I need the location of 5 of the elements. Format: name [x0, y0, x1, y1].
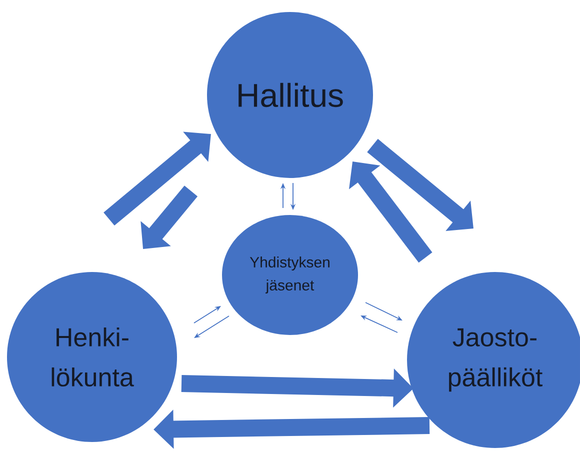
circle-node: Hallitus [207, 12, 373, 178]
circle-node: Henki- lökunta [7, 272, 177, 442]
arrow [349, 162, 432, 263]
circle-node: Yhdistyksen jäsenet [222, 215, 358, 335]
arrow [104, 132, 211, 226]
